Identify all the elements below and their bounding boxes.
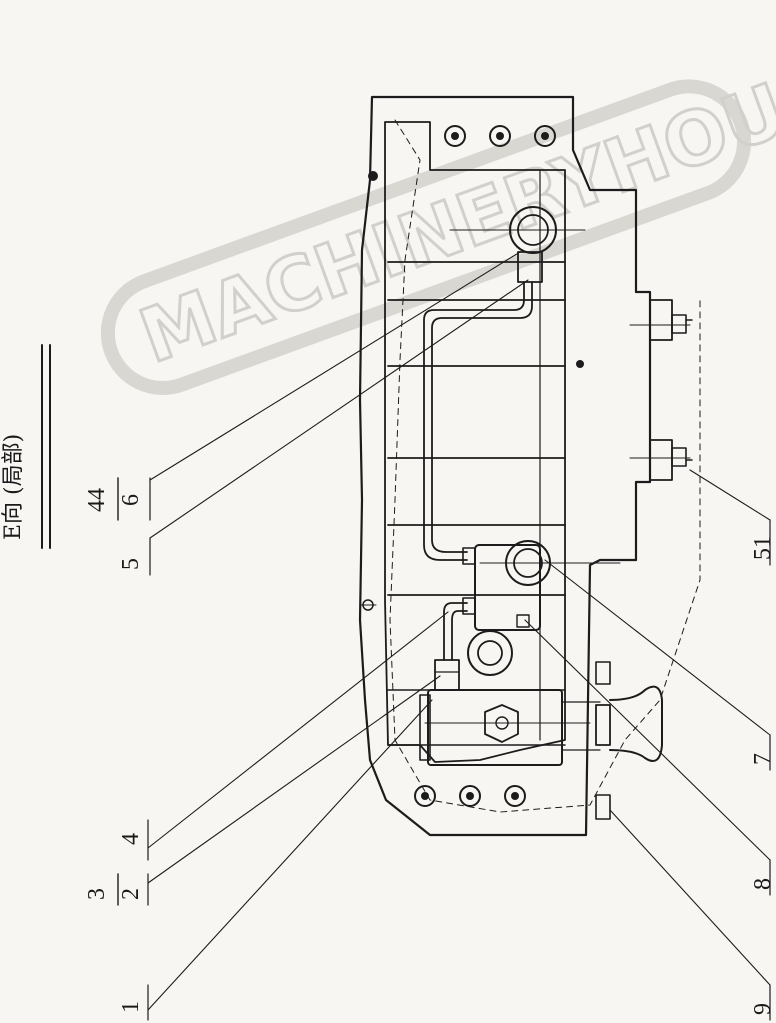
pipe-branch-1	[443, 602, 468, 661]
callouts: 44 6 5 4 3 2 1 51 7 8 9	[84, 477, 776, 1021]
upper-fitting	[449, 206, 586, 283]
handle-knob	[595, 661, 663, 820]
small-boss-inner	[477, 640, 503, 666]
bolt-hole	[414, 785, 436, 807]
callout-7: 7	[750, 753, 776, 765]
leader-2	[147, 675, 441, 884]
view-title: E向 (局部)	[1, 434, 26, 540]
valve-plug	[516, 614, 530, 628]
nut-lower	[462, 597, 476, 615]
inner-frame	[384, 121, 566, 763]
pipe-coupling	[434, 659, 460, 691]
callout-1: 1	[118, 1001, 144, 1013]
bolt-holes-bottom	[414, 785, 526, 807]
pump-assembly	[419, 659, 601, 766]
valve-block	[462, 540, 621, 676]
screw-head-lower	[671, 447, 687, 467]
bolt-hole-core	[451, 132, 459, 140]
knob-stem	[595, 704, 611, 746]
phantom-outline	[389, 119, 701, 813]
callout-6: 6	[118, 494, 144, 506]
dowel-dot	[368, 171, 378, 181]
knob-screw	[595, 661, 611, 685]
valve-body	[474, 544, 541, 631]
callout-3: 3	[84, 888, 110, 900]
hex-nut	[484, 704, 519, 743]
bolt-hole	[534, 125, 556, 147]
small-boss-outer	[467, 630, 513, 676]
watermark: MACHINERYHOUSE	[100, 30, 776, 395]
leader-6	[149, 251, 521, 481]
leader-4	[147, 611, 449, 849]
housing	[358, 95, 701, 837]
pipe-wall-2	[431, 281, 533, 553]
bolt-hole-core	[541, 132, 549, 140]
pipe-branch-2	[451, 610, 468, 661]
leader-51	[689, 469, 771, 521]
callout-8: 8	[750, 878, 776, 890]
callout-4: 4	[118, 833, 144, 845]
nut-upper	[462, 547, 476, 565]
bolt-hole-core	[496, 132, 504, 140]
bolt-hole-core	[511, 792, 519, 800]
callout-2: 2	[118, 888, 144, 900]
pipe-wall-1	[423, 281, 525, 561]
leader-9	[609, 809, 771, 986]
housing-outline	[358, 95, 652, 837]
knob-screw-lower	[595, 794, 611, 820]
leader-1	[147, 699, 433, 1011]
bolt-hole	[504, 785, 526, 807]
leader-lines	[147, 251, 771, 1011]
bolt-hole	[489, 125, 511, 147]
callout-5: 5	[118, 558, 144, 570]
knob-grip	[609, 685, 663, 762]
callout-9: 9	[750, 1003, 776, 1015]
callout-44: 44	[84, 488, 110, 512]
callout-51: 51	[750, 536, 776, 560]
bolt-hole	[459, 785, 481, 807]
pump-end-cap	[419, 694, 431, 761]
pad-lower	[649, 439, 673, 481]
bolt-hole	[444, 125, 466, 147]
bolt-holes-top	[444, 125, 556, 147]
leader-5	[149, 279, 529, 539]
pad-upper	[649, 299, 673, 341]
bolt-hole-core	[421, 792, 429, 800]
oil-pipe	[423, 281, 533, 661]
right-pads	[629, 299, 693, 481]
pump-body	[427, 689, 563, 766]
view-title-block: E向 (局部)	[1, 344, 51, 549]
dowel-dot	[576, 360, 584, 368]
screw-head-upper	[671, 314, 687, 334]
watermark-frame	[100, 79, 752, 395]
leader-8	[524, 619, 771, 861]
banjo-block	[517, 251, 543, 283]
leader-7	[544, 559, 771, 736]
bolt-hole-core	[466, 792, 474, 800]
